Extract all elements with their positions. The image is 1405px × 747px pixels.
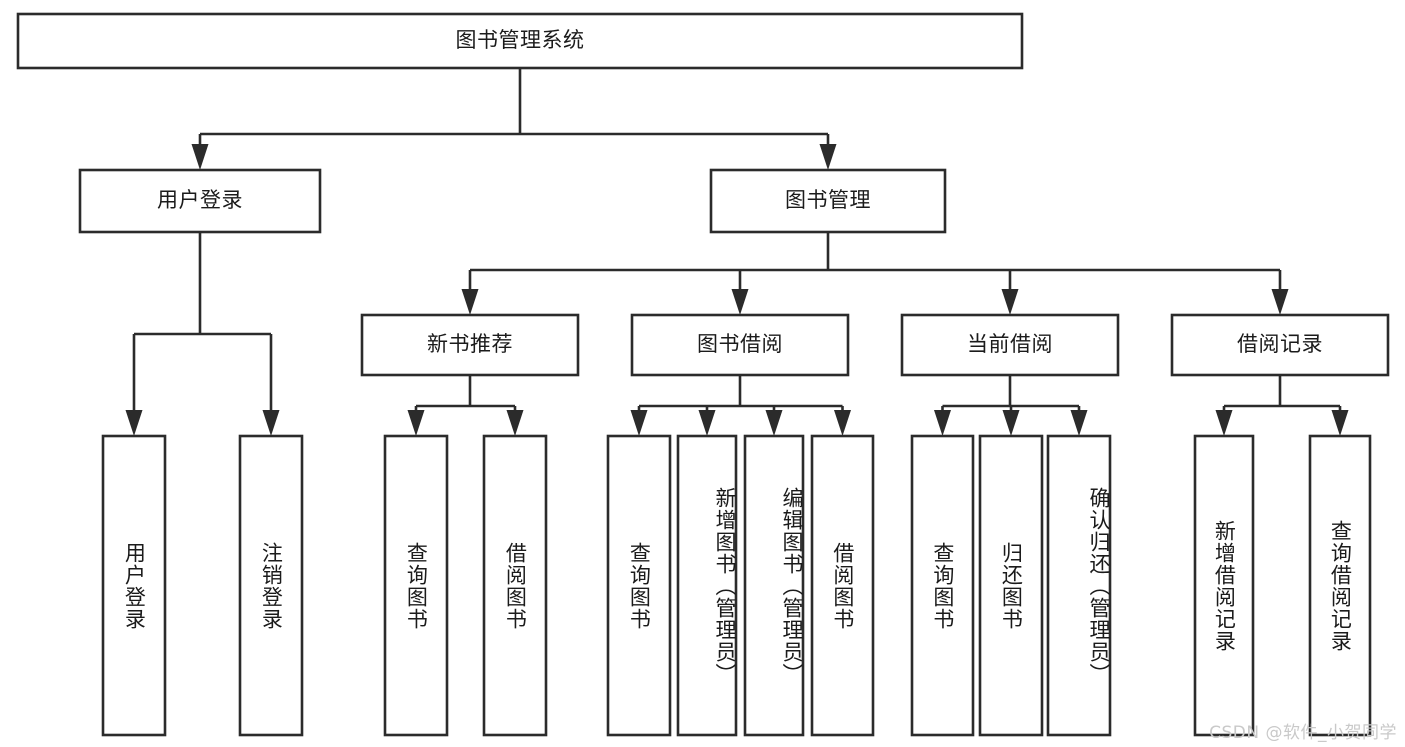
node-box-borrow-record[interactable]	[1170, 313, 1390, 377]
node-box-layer	[16, 12, 1390, 737]
connector-layer	[125, 68, 1349, 436]
node-box-root[interactable]	[16, 12, 1024, 70]
node-box-leaf-edit-book-admin[interactable]	[743, 434, 805, 737]
node-box-user-login[interactable]	[78, 168, 322, 234]
node-box-leaf-user-login[interactable]	[101, 434, 167, 737]
node-box-book-borrow[interactable]	[630, 313, 850, 377]
node-box-leaf-query-borrow-record[interactable]	[1308, 434, 1372, 737]
node-box-leaf-query-books-borrow[interactable]	[606, 434, 672, 737]
arrow-icon-leaf-user-login	[125, 410, 143, 436]
node-box-new-book-recommend[interactable]	[360, 313, 580, 377]
arrow-icon-leaf-query-books-current	[934, 410, 951, 436]
arrow-icon-book-borrow	[731, 289, 749, 315]
node-box-leaf-add-borrow-record[interactable]	[1193, 434, 1255, 737]
arrow-icon-leaf-query-borrow-record	[1331, 410, 1349, 436]
node-box-leaf-borrow-books-borrow[interactable]	[810, 434, 875, 737]
arrow-icon-leaf-borrow-books-rec	[506, 410, 524, 436]
node-box-leaf-query-books-rec[interactable]	[383, 434, 449, 737]
node-box-current-borrow[interactable]	[900, 313, 1120, 377]
arrow-icon-book-management	[819, 144, 837, 170]
arrow-icon-leaf-confirm-return-admin	[1070, 410, 1088, 436]
arrow-icon-leaf-logout	[262, 410, 280, 436]
node-box-leaf-return-books[interactable]	[978, 434, 1044, 737]
arrow-icon-user-login	[191, 144, 209, 170]
node-box-book-management[interactable]	[709, 168, 947, 234]
arrow-icon-leaf-add-borrow-record	[1215, 410, 1233, 436]
arrow-icon-current-borrow	[1001, 289, 1019, 315]
arrow-icon-borrow-record	[1271, 289, 1289, 315]
node-box-leaf-query-books-current[interactable]	[910, 434, 975, 737]
node-box-leaf-confirm-return-admin[interactable]	[1046, 434, 1112, 737]
arrow-icon-leaf-borrow-books-borrow	[834, 410, 851, 436]
arrow-icon-leaf-return-books	[1002, 410, 1020, 436]
arrow-icon-leaf-add-book-admin	[698, 410, 716, 436]
node-box-leaf-logout[interactable]	[238, 434, 304, 737]
node-box-leaf-add-book-admin[interactable]	[676, 434, 738, 737]
node-box-leaf-borrow-books-rec[interactable]	[482, 434, 548, 737]
arrow-icon-leaf-query-books-rec	[407, 410, 425, 436]
arrow-icon-new-book-recommend	[461, 289, 479, 315]
arrow-icon-leaf-edit-book-admin	[765, 410, 783, 436]
arrow-icon-leaf-query-books-borrow	[630, 410, 648, 436]
